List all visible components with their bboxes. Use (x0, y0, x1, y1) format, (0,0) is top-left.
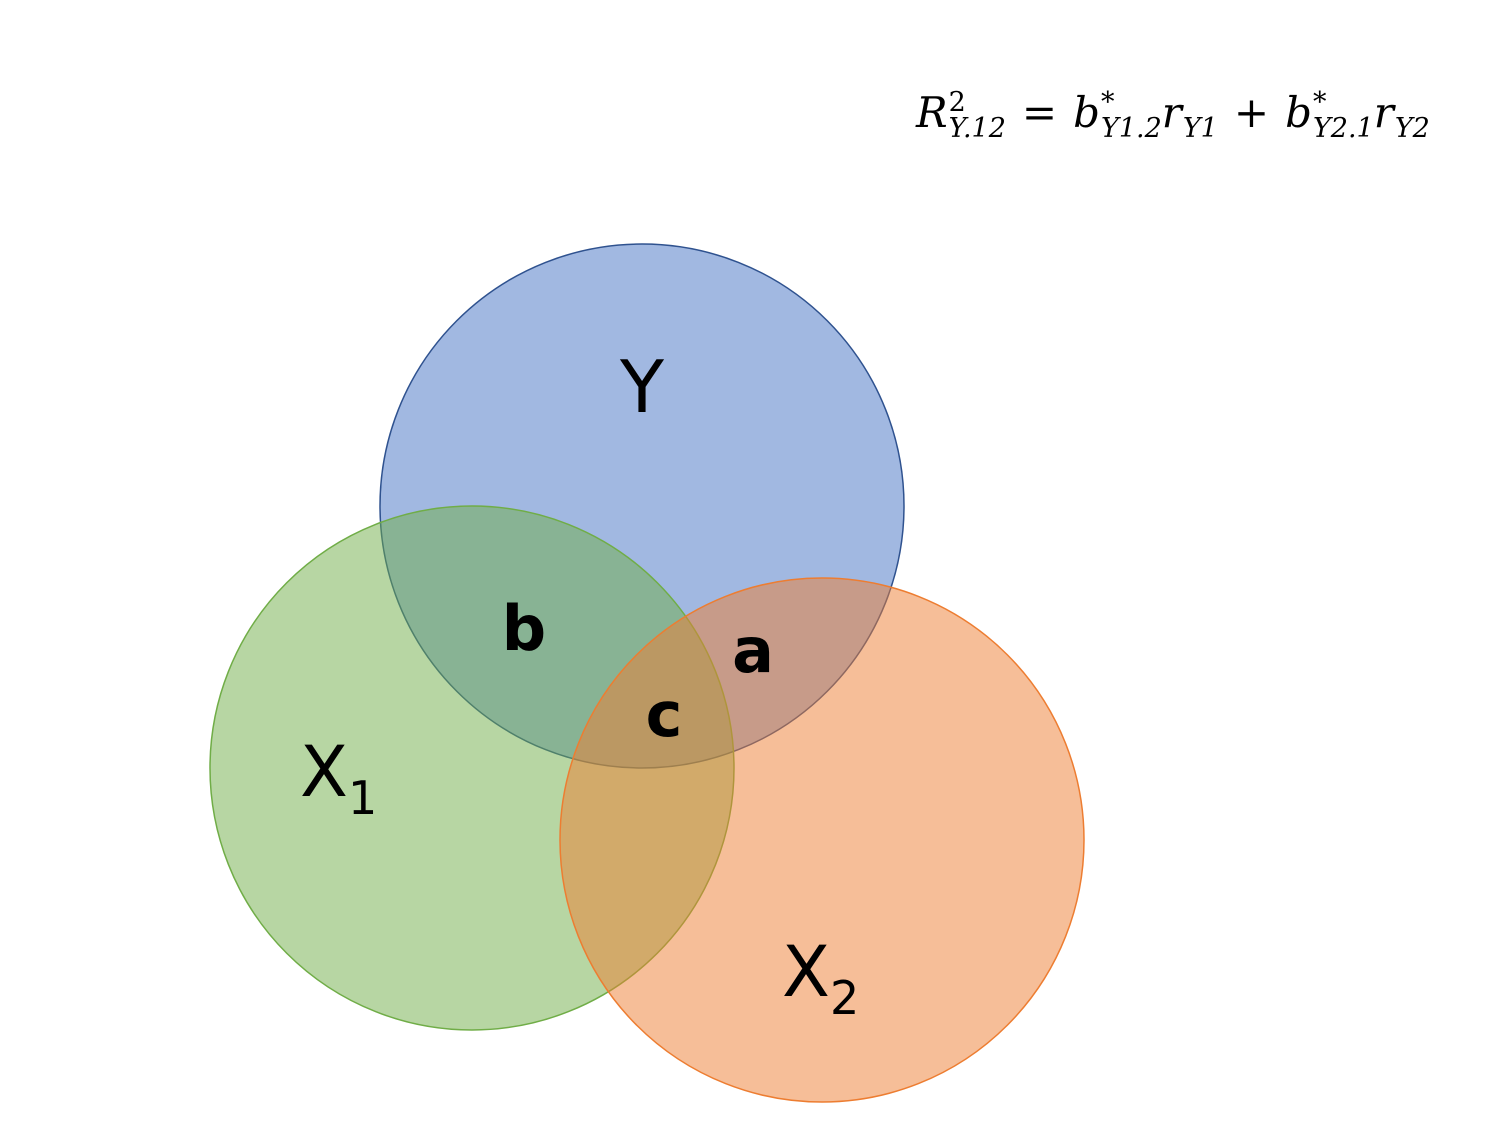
formula-r: R (916, 87, 948, 137)
formula-b1-sup: * (1101, 87, 1115, 118)
formula-r2: r (1373, 87, 1394, 137)
label-y: Y (619, 345, 665, 429)
region-c: c (646, 678, 683, 751)
formula-r-sup: 2 (948, 87, 966, 118)
region-a: a (732, 614, 774, 687)
formula-plus: + (1233, 87, 1270, 137)
formula-b1: b (1073, 87, 1101, 137)
formula-r1-sub: Y1 (1182, 113, 1218, 144)
formula-b2-sup: * (1312, 87, 1327, 118)
formula-equals: = (1021, 87, 1058, 137)
formula-b1-sub: Y1.2 (1101, 113, 1162, 144)
label-x2: X2 (782, 931, 859, 1025)
label-x1: X1 (300, 731, 377, 825)
formula-r1: r (1161, 87, 1182, 137)
formula-b2: b (1285, 87, 1312, 137)
formula-b2-sub: Y2.1 (1312, 113, 1374, 144)
circle-x2 (559, 577, 1085, 1103)
region-b: b (502, 592, 546, 665)
formula-r2-sub: Y2 (1394, 113, 1430, 144)
formula-r-sub: Y.12 (948, 113, 1006, 144)
